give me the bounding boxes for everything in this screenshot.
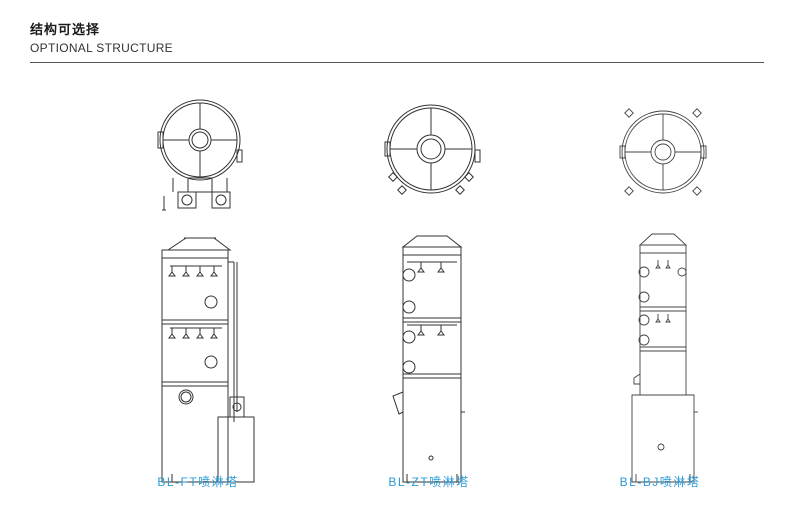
ft-tower-drawing [98,92,298,472]
bj-tower-caption: BL-BJ喷淋塔 [619,475,701,489]
zt-tower-caption: BL-ZT喷淋塔 [388,475,470,489]
ft-tower-caption: BL-FT喷淋塔 [157,475,239,489]
section-title-en: OPTIONAL STRUCTURE [30,41,173,55]
ft-front-view [162,238,254,482]
bj-top-view [620,109,706,195]
section-title-cn: 结构可选择 [30,23,101,38]
ft-top-view [158,100,242,210]
section-header: 结构可选择 OPTIONAL STRUCTURE [30,23,173,56]
zt-front-view [393,236,465,482]
zt-top-view [385,105,480,194]
bj-tower-drawing [560,92,760,472]
zt-tower-drawing [329,92,529,472]
header-divider [30,62,764,63]
bj-front-view [632,234,698,482]
